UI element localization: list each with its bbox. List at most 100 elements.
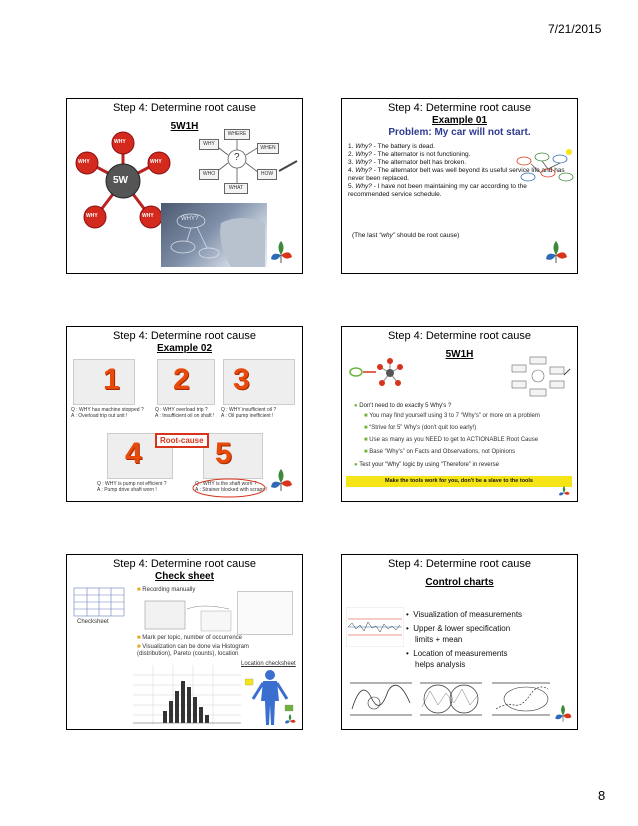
slide-4: Step 4: Determine root cause 5W1H ● Don'…: [341, 326, 578, 502]
step-number: 5: [215, 437, 232, 471]
page-number: 8: [598, 788, 605, 803]
sketch-box-how: HOW: [257, 169, 277, 180]
answer: A : Overload trip out unit !: [71, 413, 144, 419]
why-item: 2. Why? - The alternator is not function…: [348, 151, 516, 159]
note-suffix: should be root cause): [395, 232, 459, 239]
why-number: 2.: [348, 151, 353, 158]
sketch-box-where: WHERE: [224, 129, 250, 140]
bullet-text: Location of measurements: [413, 649, 507, 658]
petal-label: WHY: [142, 213, 154, 219]
hub-label: 5W: [113, 175, 128, 186]
control-chart-sketch-2: [418, 679, 484, 719]
bullet-text: helps analysis: [415, 660, 465, 669]
note-prefix: (The last: [352, 232, 379, 239]
company-logo-icon: [268, 467, 294, 495]
why-note: (The last “why” should be root cause): [352, 232, 459, 239]
slide-title: Step 4: Determine root cause: [67, 558, 302, 570]
checksheet-table: [73, 587, 125, 617]
bullet-item: • Location of measurements: [406, 648, 522, 659]
sketch-box-when: WHEN: [257, 143, 279, 154]
why-question: Why?: [355, 151, 372, 158]
petal-label: WHY: [150, 159, 162, 165]
company-logo-icon: [553, 703, 573, 725]
bullet-item: ■ Mark per topic, number of occurrence: [137, 635, 242, 642]
slide-title: Step 4: Determine root cause: [342, 558, 577, 570]
answer-circle: [191, 477, 267, 499]
petal-label: WHY: [86, 213, 98, 219]
company-logo-icon: [268, 239, 294, 267]
answer: A : Insufficient oil on shaft !: [155, 413, 214, 419]
mindmap-doodle: [514, 147, 576, 189]
bullet-text: Visualization can be done via Histogram …: [137, 644, 249, 657]
bullet-item: ■ Recording manually: [137, 587, 195, 594]
bullet-item: ■ Visualization can be done via Histogra…: [137, 644, 271, 658]
bullet-text: Use as many as you NEED to get to ACTION…: [369, 437, 538, 443]
step-number: 2: [173, 363, 190, 397]
petal-label: WHY: [78, 159, 90, 165]
slide-subtitle: Control charts: [342, 577, 577, 588]
control-chart-small: [346, 607, 404, 647]
control-chart-sketch-3: [490, 679, 552, 719]
bullet-item: limits + mean: [406, 634, 522, 645]
histogram-chart: [133, 665, 241, 727]
mini-5w1h-sketch: [508, 355, 572, 399]
slide-subtitle: Check sheet: [67, 571, 302, 582]
why-number: 5.: [348, 183, 353, 190]
hand-photo: [161, 203, 267, 267]
step-number: 4: [125, 437, 142, 471]
why-item: 1. Why? - The battery is dead.: [348, 143, 516, 151]
why-item: 3. Why? - The alternator belt has broken…: [348, 159, 516, 167]
step-number: 1: [103, 363, 120, 397]
bullet-text: limits + mean: [415, 635, 462, 644]
sketch-note-box: [237, 591, 293, 635]
slide-2: Step 4: Determine root cause Example 01 …: [341, 98, 578, 274]
why-number: 1.: [348, 143, 353, 150]
pen-icon: [277, 159, 299, 173]
photo-label: WHY?: [181, 216, 198, 222]
problem-statement: Problem: My car will not start.: [342, 127, 577, 138]
location-label: Location checksheet: [241, 661, 296, 668]
qa-4: Q : WHY is pump not efficient ?A : Pump …: [97, 481, 167, 493]
sketch-box-why: WHY: [199, 139, 219, 150]
question-text: Don't need to do exactly 5 Why's ?: [359, 403, 451, 409]
step-number: 3: [233, 363, 250, 397]
sketch-box-who: WHO: [199, 169, 219, 180]
slide-5: Step 4: Determine root cause Check sheet…: [66, 554, 303, 730]
why-answer: - The alternator belt has broken.: [372, 159, 466, 166]
company-logo-icon: [555, 485, 573, 499]
why-list: 1. Why? - The battery is dead. 2. Why? -…: [348, 143, 516, 199]
why-answer: - The battery is dead.: [372, 143, 435, 150]
qa-1: Q : WHY has machine stopped ?A : Overloa…: [71, 407, 144, 419]
bullet-item: ■ You may find yourself using 3 to 7 “Wh…: [364, 413, 540, 420]
bullet-item: • Upper & lower specification: [406, 623, 522, 634]
note-why: “why”: [379, 232, 395, 239]
bullet-text: Base “Why's” on Facts and Observations, …: [369, 449, 515, 455]
test-text: Test your “Why” logic by using “Therefor…: [359, 462, 499, 468]
why-question: Why?: [355, 183, 372, 190]
bullet-text: Mark per topic, number of occurrence: [142, 635, 242, 641]
slide-title: Step 4: Determine root cause: [67, 102, 302, 114]
slide-subtitle: Example 02: [67, 343, 302, 354]
why-number: 3.: [348, 159, 353, 166]
slide-title: Step 4: Determine root cause: [342, 330, 577, 342]
control-chart-bullets: • Visualization of measurements • Upper …: [406, 609, 522, 670]
slide-title: Step 4: Determine root cause: [342, 102, 577, 114]
slide-3: Step 4: Determine root cause Example 02 …: [66, 326, 303, 502]
checksheet-label: Checksheet: [77, 619, 109, 626]
slide-1: Step 4: Determine root cause 5W1H 5W WHY…: [66, 98, 303, 274]
why-question: Why?: [355, 143, 372, 150]
company-logo-icon: [282, 713, 298, 727]
slide-6: Step 4: Determine root cause Control cha…: [341, 554, 578, 730]
sketch-box-what: WHAT: [224, 183, 248, 194]
answer: A : Pump drive shaft worn !: [97, 487, 167, 493]
why-question: Why?: [355, 159, 372, 166]
bullet-text: “Strive for 5” Why's (don't quit too ear…: [369, 425, 476, 431]
bullet-text: Visualization of measurements: [413, 610, 522, 619]
bullet-text: Upper & lower specification: [413, 624, 510, 633]
answer: A : Oil pump inefficient !: [221, 413, 276, 419]
control-chart-sketch-1: [348, 679, 414, 719]
bullet-item: ■ “Strive for 5” Why's (don't quit too e…: [364, 425, 476, 432]
slide-title: Step 4: Determine root cause: [67, 330, 302, 342]
slide-subtitle: Example 01: [342, 115, 577, 126]
petal-label: WHY: [114, 139, 126, 145]
